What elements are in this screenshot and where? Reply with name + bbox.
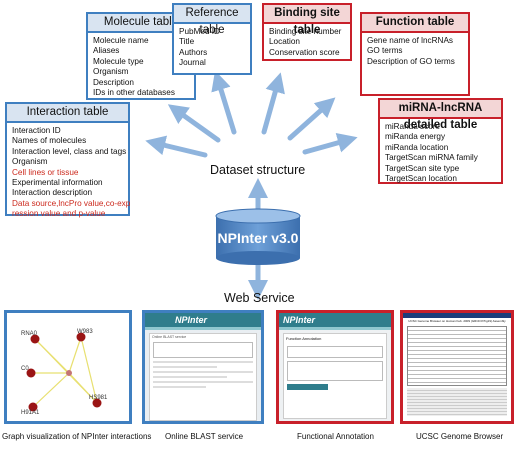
interaction-field-new: ression value and p-value [12, 209, 106, 219]
binding-site-table-title: Binding site table [264, 5, 350, 36]
interaction-table: Interaction table Interaction ID Names o… [5, 102, 131, 219]
arrow-to-reference-table [211, 70, 237, 135]
ucsc-controls [407, 388, 507, 416]
reference-field: Journal [179, 58, 206, 68]
mirna-field: TargetScan location [385, 174, 457, 184]
functional-header: NPInter [279, 313, 391, 327]
arrow-to-function-table [287, 97, 336, 141]
arrow-to-mirna-table [302, 133, 358, 155]
binding-site-table: Binding site table Binding site number L… [262, 3, 352, 61]
binding-field: Location [269, 37, 300, 47]
arrow-to-interaction-table [145, 135, 208, 158]
graph-node-label: H91A1 [21, 410, 40, 416]
interaction-field: Names of molecules [12, 136, 87, 146]
interaction-field: Interaction level, class and tags [12, 146, 127, 156]
blast-subtitle: Online BLAST service [152, 335, 187, 339]
function-table: Function table Gene name of lncRNAs GO t… [360, 12, 470, 96]
interaction-field: Interaction ID [12, 126, 61, 135]
mirna-field: TargetScan miRNA family [385, 153, 478, 163]
function-field: GO terms [367, 46, 403, 56]
mirna-field: TargetScan site type [385, 163, 460, 173]
mirna-field: miRanda score [385, 122, 441, 131]
graph-node [66, 370, 72, 376]
caption-ucsc: UCSC Genome Browser [416, 432, 504, 441]
function-table-title: Function table [362, 14, 468, 33]
arrow-to-molecule-table [167, 104, 221, 143]
molecule-table: Molecule table Molecule name Aliases Mol… [86, 12, 196, 100]
ucsc-title: UCSC Genome Browser on Human Feb. 2009 (… [408, 319, 506, 323]
mirna-field: miRanda energy [385, 132, 446, 142]
interaction-field-new: Cell lines or tissue [12, 167, 79, 177]
molecule-field: IDs in other databases [93, 88, 175, 98]
graph-node [76, 332, 86, 342]
caption-functional-annotation: Functional Annotation [297, 432, 374, 441]
molecule-field: Description [93, 77, 134, 87]
interaction-graph: RNA0 W983 C0 H91A1 HS981 [21, 329, 108, 416]
graph-node [26, 368, 36, 378]
graph-node [92, 398, 102, 408]
interaction-field: Interaction description [12, 188, 93, 198]
interaction-field: Experimental information [12, 178, 103, 188]
graph-node-label: C0 [21, 366, 29, 372]
binding-field: Conservation score [269, 47, 340, 57]
graph-node-label: HS981 [89, 395, 108, 401]
functional-nav [279, 327, 391, 330]
dataset-structure-label: Dataset structure [210, 163, 306, 177]
mirna-field: miRanda location [385, 142, 449, 152]
functional-title: Function Annotation [286, 336, 322, 341]
caption-blast: Online BLAST service [165, 432, 244, 441]
caption-graph-visualization: Graph visualization of NPInter interacti… [2, 432, 152, 441]
molecule-field: Molecule name [93, 36, 149, 45]
interaction-field-new: Data source,lncPro value,co-exp [12, 198, 131, 208]
mirna-table-title: miRNA-lncRNA detailed table [380, 100, 501, 131]
reference-field: PubMed ID [179, 27, 220, 36]
functional-annotation-thumbnail: NPInter Function Annotation [276, 310, 394, 424]
functional-content: Function Annotation [283, 333, 387, 419]
web-service-label: Web Service [224, 291, 295, 305]
graph-node [30, 334, 40, 344]
ucsc-header [403, 313, 511, 318]
ucsc-tracks [407, 326, 507, 386]
blast-header: NPInter [145, 313, 261, 327]
graph-node-label: W983 [77, 329, 93, 335]
reference-table: Reference table PubMed ID Title Authors … [172, 3, 252, 75]
ucsc-browser-thumbnail: UCSC Genome Browser on Human Feb. 2009 (… [400, 310, 514, 424]
graph-node-label: RNA0 [21, 331, 38, 337]
function-field: Description of GO terms [367, 56, 455, 66]
arrow-to-binding-site-table [261, 72, 285, 135]
interaction-field: Organism [12, 157, 48, 167]
database-cylinder: NPInter v3.0 [215, 208, 301, 265]
molecule-field: Molecule type [93, 56, 144, 66]
function-field: Gene name of lncRNAs [367, 36, 454, 45]
binding-field: Binding site number [269, 27, 342, 36]
graph-visualization-thumbnail: RNA0 W983 C0 H91A1 HS981 [4, 310, 132, 424]
mirna-lncrna-table: miRNA-lncRNA detailed table miRanda scor… [378, 98, 503, 184]
blast-content: Online BLAST service [149, 333, 257, 421]
reference-field: Authors [179, 47, 208, 57]
blast-service-thumbnail: NPInter Online BLAST service [142, 310, 264, 424]
graph-node [28, 402, 38, 412]
reference-field: Title [179, 37, 195, 47]
molecule-field: Organism [93, 67, 129, 77]
molecule-table-title: Molecule table [88, 14, 194, 33]
interaction-table-title: Interaction table [7, 104, 128, 123]
database-name: NPInter v3.0 [218, 230, 299, 246]
reference-table-title: Reference table [174, 5, 250, 36]
molecule-field: Aliases [93, 46, 120, 56]
blast-nav [145, 327, 261, 330]
